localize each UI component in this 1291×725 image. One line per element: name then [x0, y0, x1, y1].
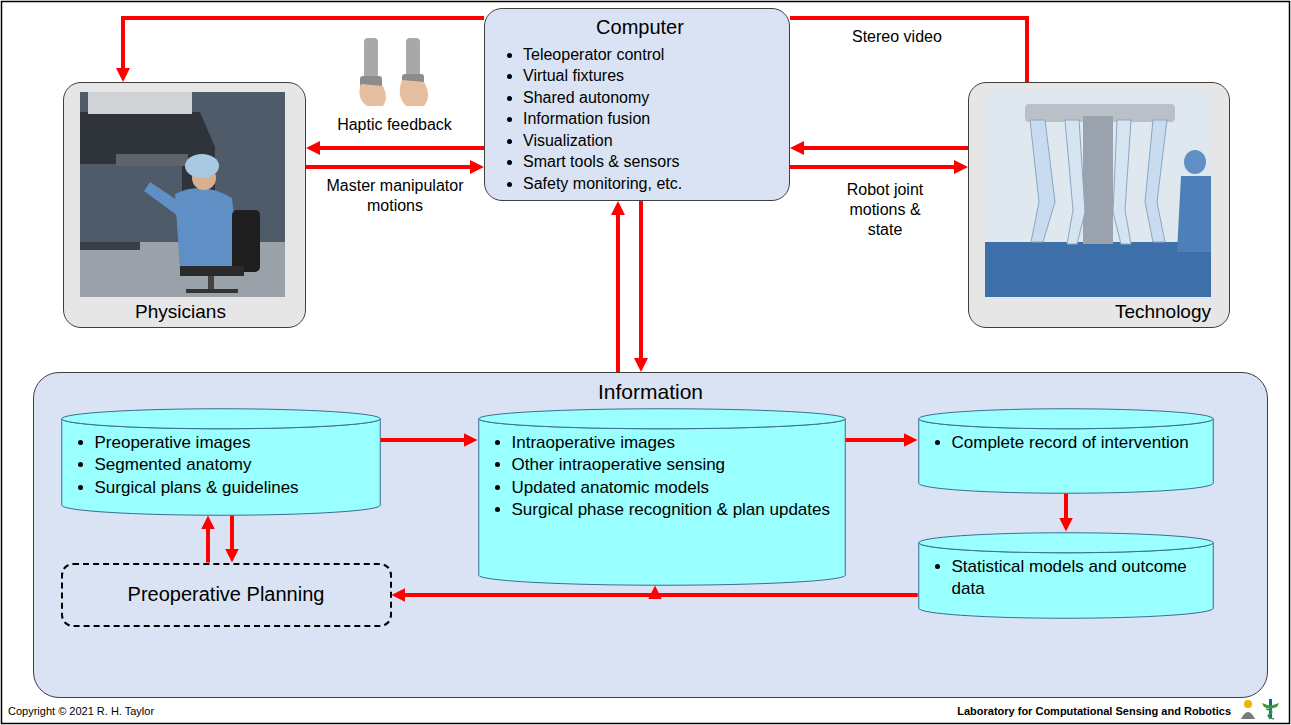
chair-back — [232, 210, 260, 272]
staff-head — [1184, 150, 1206, 174]
flow-arrow — [846, 438, 909, 442]
cylinder-body — [918, 542, 1213, 618]
edge-label: Robot joint motions & state — [835, 180, 935, 240]
flow-arrow — [315, 146, 484, 150]
physician-photo — [80, 92, 285, 297]
cylinder-body — [478, 418, 845, 584]
bullet-item: Other intraoperative sensing — [512, 454, 834, 477]
console-armrest — [116, 154, 188, 166]
photo-wall — [985, 92, 1211, 297]
robot-arm — [1145, 120, 1167, 242]
flow-arrow — [655, 593, 918, 598]
edge-label: Master manipulator motions — [313, 176, 477, 216]
cylinder-body — [61, 418, 380, 515]
flow-arrow — [306, 165, 475, 169]
logo-wings — [1262, 703, 1279, 709]
data-store: Statistical models and outcome data — [918, 532, 1214, 619]
chair-seat — [180, 266, 244, 276]
node-caption: Physicians — [74, 301, 287, 324]
node-caption: Technology — [979, 301, 1211, 324]
flow-arrow — [639, 201, 643, 363]
bullet-item: Preoperative images — [95, 432, 369, 455]
cylinder-top — [918, 532, 1213, 552]
footer-note: Laboratory for Computational Sensing and… — [957, 705, 1231, 718]
bullet-item: Surgical plans & guidelines — [95, 477, 369, 500]
chair-post — [208, 276, 214, 290]
bullet-item: Surgical phase recognition & plan update… — [512, 499, 834, 522]
bullet-list: Statistical models and outcome data — [932, 556, 1202, 601]
robot-arm — [1113, 120, 1131, 244]
surgeon-body — [175, 188, 240, 270]
flow-arrow — [381, 438, 469, 442]
robot-column — [1083, 116, 1113, 244]
node-heading: Information — [34, 379, 1267, 405]
console-hood — [88, 92, 192, 114]
data-store: Complete record of intervention — [918, 408, 1214, 494]
hand — [400, 80, 428, 106]
bullet-item: Shared autonomy — [523, 87, 779, 108]
bullet-list: Teleoperator controlVirtual fixturesShar… — [501, 44, 779, 194]
staff-body — [1177, 176, 1211, 252]
planning-box: Preoperative Planning — [61, 563, 392, 627]
logo-body — [1241, 712, 1255, 719]
data-store: Intraoperative imagesOther intraoperativ… — [478, 408, 846, 586]
console-pedals — [80, 242, 140, 250]
flow-arrow — [1064, 494, 1068, 523]
bullet-list: Preoperative imagesSegmented anatomySurg… — [75, 432, 369, 500]
flow-arrow — [401, 593, 918, 597]
edge-label: Stereo video — [852, 27, 962, 47]
chair-base — [186, 289, 238, 293]
flow-arrow — [230, 516, 234, 554]
bullet-item: Segmented anatomy — [95, 454, 369, 477]
flow-arrow — [799, 146, 968, 150]
cylinder-top — [478, 408, 845, 428]
footer-note: Copyright © 2021 R. H. Taylor — [8, 705, 154, 718]
node-heading: Computer — [501, 14, 779, 40]
bullet-item: Intraoperative images — [512, 432, 834, 455]
robot-photo — [985, 92, 1211, 297]
information-band: InformationPreoperative imagesSegmented … — [33, 372, 1268, 698]
flow-arrow — [206, 525, 210, 563]
cylinder-top — [61, 408, 380, 428]
bullet-item: Safety monitoring, etc. — [523, 173, 779, 194]
bullet-item: Teleoperator control — [523, 44, 779, 65]
flow-arrow — [790, 18, 1027, 82]
cylinder-top — [918, 408, 1213, 428]
bullet-item: Smart tools & sensors — [523, 151, 779, 172]
logo-staff — [1269, 699, 1272, 719]
flow-arrow — [616, 210, 620, 372]
surgeon-cap — [185, 154, 219, 178]
bullet-item: Updated anatomic models — [512, 477, 834, 500]
bullet-item: Information fusion — [523, 108, 779, 129]
photo-wall — [80, 92, 285, 297]
bullet-item: Complete record of intervention — [952, 432, 1202, 455]
data-store: Preoperative imagesSegmented anatomySurg… — [61, 408, 381, 516]
bullet-item: Statistical models and outcome data — [952, 556, 1202, 601]
node-heading: Preoperative Planning — [128, 582, 325, 607]
cylinder-body — [918, 418, 1213, 493]
bullet-item: Visualization — [523, 130, 779, 151]
lab-logo — [1241, 699, 1279, 719]
bullet-list: Intraoperative imagesOther intraoperativ… — [492, 432, 834, 522]
bullet-item: Virtual fixtures — [523, 65, 779, 86]
robot-arm — [1065, 120, 1085, 244]
master-controller-icon — [359, 38, 428, 106]
surgeon-arm — [144, 182, 180, 216]
bullet-list: Complete record of intervention — [932, 432, 1202, 455]
flow-arrow — [123, 18, 484, 73]
flow-arrow — [790, 165, 959, 169]
edge-label: Haptic feedback — [305, 115, 484, 135]
logo-snake — [1266, 709, 1274, 719]
hand — [359, 84, 386, 106]
robot-arm — [1030, 120, 1055, 242]
logo-head — [1244, 700, 1252, 708]
computer-box: ComputerTeleoperator controlVirtual fixt… — [484, 8, 790, 201]
